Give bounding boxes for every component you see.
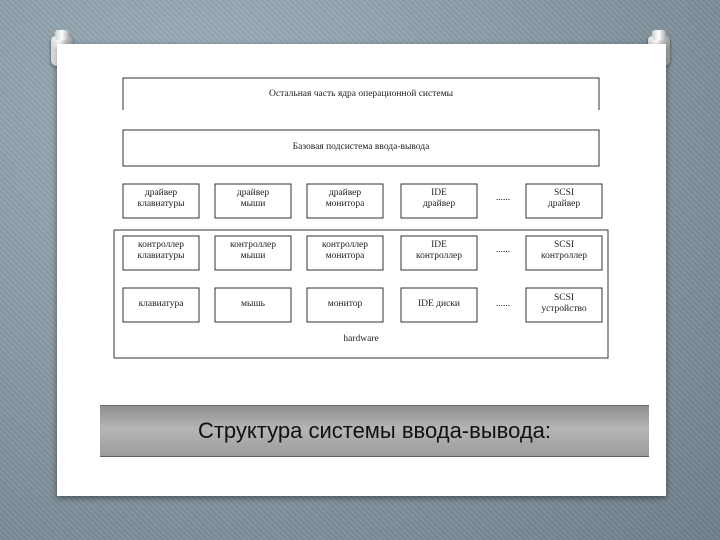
driver-ide: IDE драйвер [422, 188, 456, 209]
device-keyboard: клавиатура [138, 299, 184, 309]
kernel-bracket [122, 77, 600, 110]
device-box-ide [400, 287, 478, 323]
io-structure-diagram: Остальная часть ядра операционной систем… [96, 60, 632, 382]
caption-bar: Структура системы ввода-вывода: [100, 405, 649, 457]
base-subsystem-box [122, 129, 600, 167]
driver-box-keyboard [122, 183, 200, 219]
device-box-mouse [214, 287, 292, 323]
device-mouse: мышь [240, 299, 266, 309]
controller-ellipsis: ...... [495, 245, 511, 255]
driver-keyboard: драйвер клавиатуры [137, 188, 185, 209]
device-box-scsi [525, 287, 603, 323]
driver-monitor: драйвер монитора [325, 188, 365, 209]
driver-box-scsi [525, 183, 603, 219]
controller-box-scsi [525, 235, 603, 271]
controller-ide: IDE контроллер [415, 240, 463, 261]
top-layer-label: Остальная часть ядра операционной систем… [269, 89, 453, 99]
controller-mouse: контроллер мыши [229, 240, 277, 261]
controller-monitor: контроллер монитора [321, 240, 369, 261]
device-box-keyboard [122, 287, 200, 323]
base-subsystem-label: Базовая подсистема ввода-вывода [292, 142, 430, 152]
controller-keyboard: контроллер клавиатуры [137, 240, 185, 261]
driver-scsi: SCSI драйвер [547, 188, 581, 209]
device-scsi: SCSI устройство [541, 293, 587, 314]
controller-scsi: SCSI контроллер [540, 240, 588, 261]
slide-caption: Структура системы ввода-вывода: [197, 418, 552, 443]
driver-mouse: драйвер мыши [236, 188, 270, 209]
device-monitor: монитор [327, 299, 363, 309]
device-ide-disks: IDE диски [417, 299, 461, 309]
diagram-lines [113, 77, 609, 359]
hardware-frame [114, 229, 609, 359]
device-box-monitor [306, 287, 384, 323]
device-ellipsis: ...... [495, 299, 511, 309]
controller-box-keyboard [122, 235, 200, 271]
hardware-label: hardware [343, 334, 379, 344]
driver-box-mouse [214, 183, 292, 219]
driver-box-ide [400, 183, 478, 219]
controller-box-ide [400, 235, 478, 271]
controller-box-monitor [306, 235, 384, 271]
controller-box-mouse [214, 235, 292, 271]
driver-ellipsis: ...... [495, 193, 511, 203]
driver-box-monitor [306, 183, 384, 219]
